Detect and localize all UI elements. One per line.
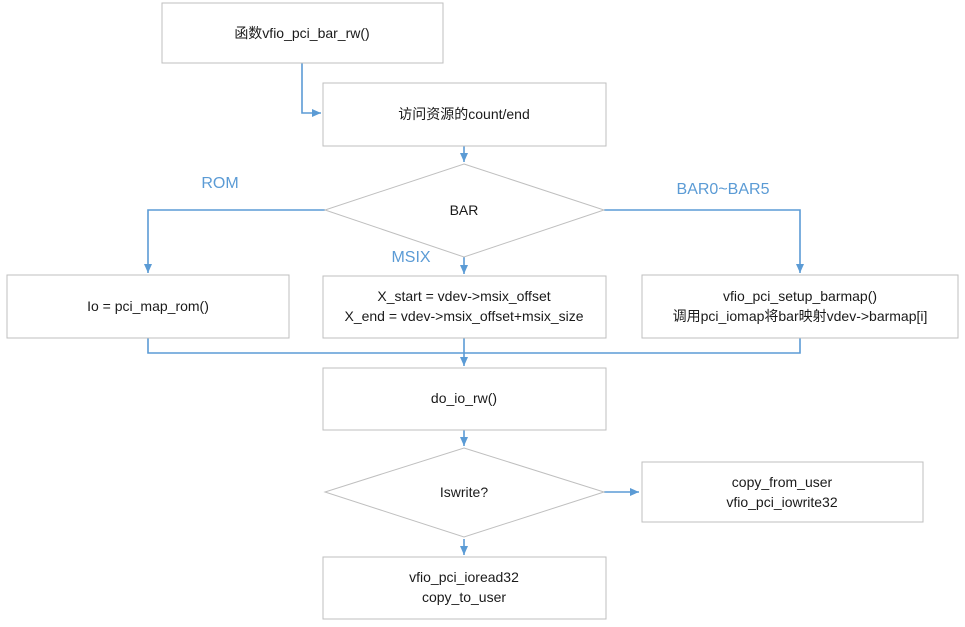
- count-end-line-1: 访问资源的count/end: [398, 106, 530, 122]
- node-start: 函数vfio_pci_bar_rw(): [161, 2, 444, 64]
- node-do-io: do_io_rw(): [322, 367, 607, 431]
- bar-box-line-1: vfio_pci_setup_barmap(): [723, 288, 877, 304]
- node-bar-decision: BAR: [323, 163, 606, 258]
- write-box-line-1: copy_from_user: [732, 474, 833, 490]
- node-read: vfio_pci_ioread32 copy_to_user: [322, 556, 607, 620]
- msix-box-line-1: X_start = vdev->msix_offset: [377, 288, 550, 304]
- node-rom-text: Io = pci_map_rom(): [87, 298, 209, 314]
- edge-start-to-count: [301, 63, 321, 117]
- edge-label-msix: MSIX: [391, 249, 430, 266]
- node-barmap: vfio_pci_setup_barmap() 调用pci_iomap将bar映射…: [641, 274, 959, 339]
- node-write: copy_from_user vfio_pci_iowrite32: [641, 461, 924, 523]
- bar-box-line-2: 调用pci_iomap将bar映射vdev->barmap[i]: [673, 308, 928, 324]
- edge-barbox-merge: [464, 338, 801, 354]
- start-line-1: 函数vfio_pci_bar_rw(): [234, 25, 369, 41]
- edge-bar-to-rom: [144, 209, 325, 273]
- node-read-text: vfio_pci_ioread32 copy_to_user: [409, 569, 519, 605]
- edge-bar-to-barbox: [604, 209, 804, 273]
- node-write-text: copy_from_user vfio_pci_iowrite32: [726, 474, 837, 510]
- node-count-end-text: 访问资源的count/end: [398, 106, 530, 122]
- read-box-line-1: vfio_pci_ioread32: [409, 569, 519, 585]
- node-rom: Io = pci_map_rom(): [6, 274, 290, 339]
- msix-box-line-2: X_end = vdev->msix_offset+msix_size: [344, 308, 583, 324]
- node-barmap-text: vfio_pci_setup_barmap() 调用pci_iomap将bar映射…: [673, 288, 928, 324]
- edge-label-bar-range: BAR0~BAR5: [677, 181, 770, 198]
- rom-box-line-1: Io = pci_map_rom(): [87, 298, 209, 314]
- node-bar-decision-text: BAR: [450, 202, 479, 218]
- node-iswrite: Iswrite?: [323, 447, 606, 538]
- iswrite-line-1: Iswrite?: [440, 484, 488, 500]
- edge-label-rom: ROM: [201, 175, 238, 192]
- bar-decision-line-1: BAR: [450, 202, 479, 218]
- read-box-line-2: copy_to_user: [422, 589, 506, 605]
- write-box-line-2: vfio_pci_iowrite32: [726, 494, 837, 510]
- edge-rom-merge: [147, 338, 464, 354]
- node-count-end: 访问资源的count/end: [322, 82, 607, 147]
- node-do-io-text: do_io_rw(): [431, 390, 497, 406]
- do-io-line-1: do_io_rw(): [431, 390, 497, 406]
- node-start-text: 函数vfio_pci_bar_rw(): [234, 25, 369, 41]
- node-iswrite-text: Iswrite?: [440, 484, 488, 500]
